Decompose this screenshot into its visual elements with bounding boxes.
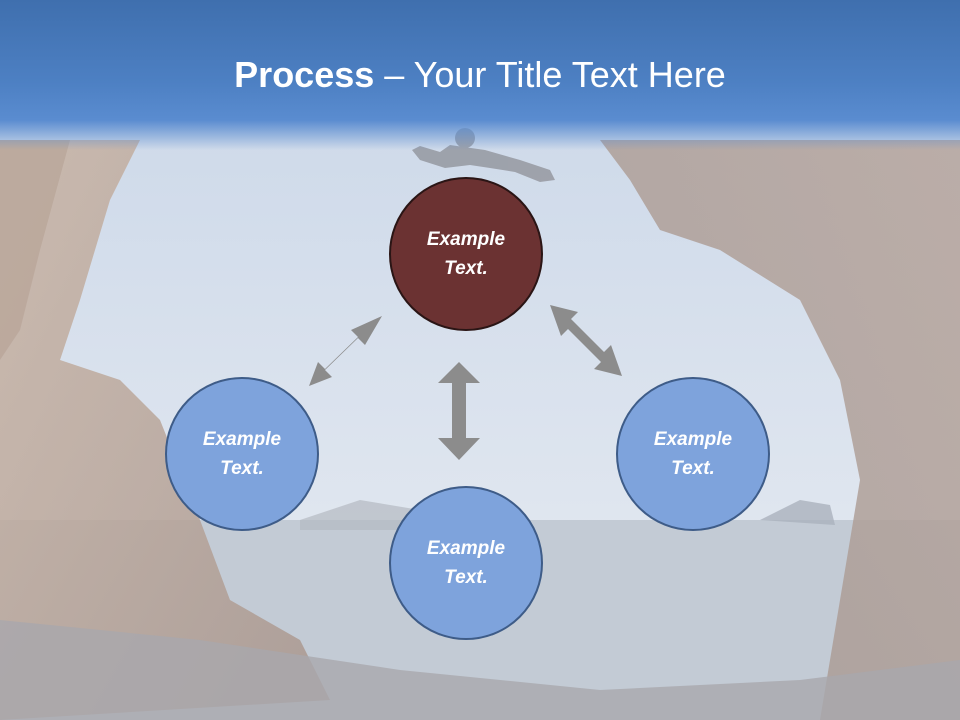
title-bar (0, 0, 960, 150)
node-bottom-label: Example Text. (426, 538, 506, 588)
node-bottom[interactable]: Example Text. (389, 486, 543, 640)
slide-title: Process – Your Title Text Here (0, 50, 960, 100)
node-right-label: Example Text. (653, 429, 733, 479)
node-top-label: Example Text. (426, 229, 506, 279)
node-left[interactable]: Example Text. (165, 377, 319, 531)
node-right[interactable]: Example Text. (616, 377, 770, 531)
node-top[interactable]: Example Text. (389, 177, 543, 331)
node-left-label: Example Text. (202, 429, 282, 479)
title-rest-part: – Your Title Text Here (374, 54, 726, 95)
double-arrow-left-icon (309, 316, 382, 386)
double-arrow-right-icon (550, 305, 622, 376)
title-bold-part: Process (234, 54, 375, 95)
double-arrow-vertical-icon (438, 362, 480, 460)
